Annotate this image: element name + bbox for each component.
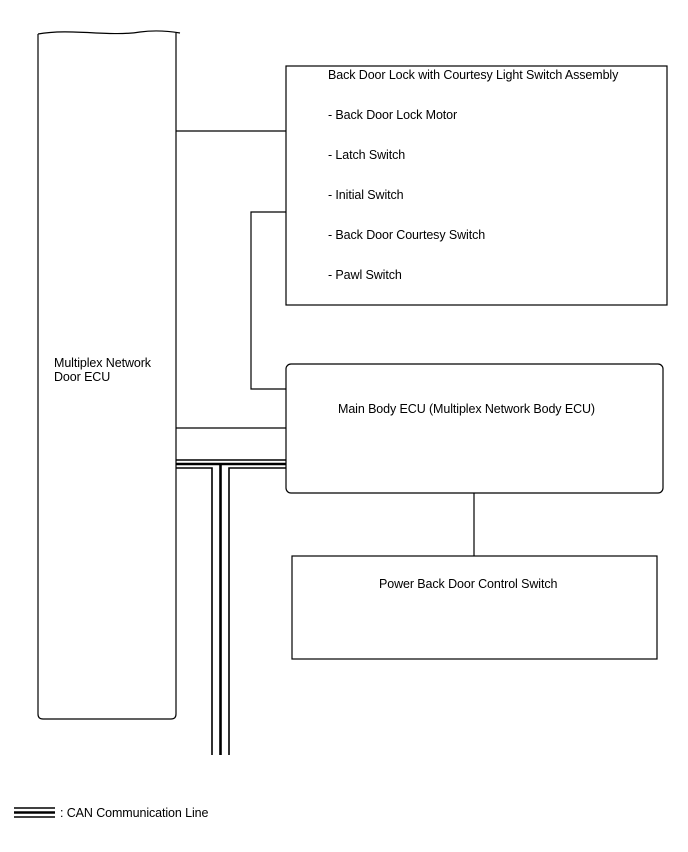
legend-label: : CAN Communication Line bbox=[60, 806, 209, 820]
power-back-door-switch-label: Power Back Door Control Switch bbox=[379, 577, 558, 591]
legend-can-symbol bbox=[14, 807, 55, 818]
can-bus-line bbox=[176, 459, 286, 755]
door-ecu-box bbox=[37, 30, 181, 720]
main-body-ecu-box bbox=[285, 363, 664, 494]
lock-item-initial-switch: - Initial Switch bbox=[328, 188, 404, 202]
power-back-door-switch-box bbox=[291, 555, 658, 660]
wire-lock-to-main-body-ecu bbox=[250, 211, 286, 390]
back-door-lock-title: Back Door Lock with Courtesy Light Switc… bbox=[328, 68, 619, 82]
lock-item-pawl-switch: - Pawl Switch bbox=[328, 268, 402, 282]
door-ecu-label-line1: Multiplex Network bbox=[54, 356, 151, 370]
door-ecu-label-line2: Door ECU bbox=[54, 370, 111, 384]
back-door-lock-box bbox=[285, 65, 668, 306]
lock-item-courtesy-switch: - Back Door Courtesy Switch bbox=[328, 228, 486, 242]
lock-item-motor: - Back Door Lock Motor bbox=[328, 108, 458, 122]
main-body-ecu-label: Main Body ECU (Multiplex Network Body EC… bbox=[338, 402, 595, 416]
lock-item-latch-switch: - Latch Switch bbox=[328, 148, 406, 162]
